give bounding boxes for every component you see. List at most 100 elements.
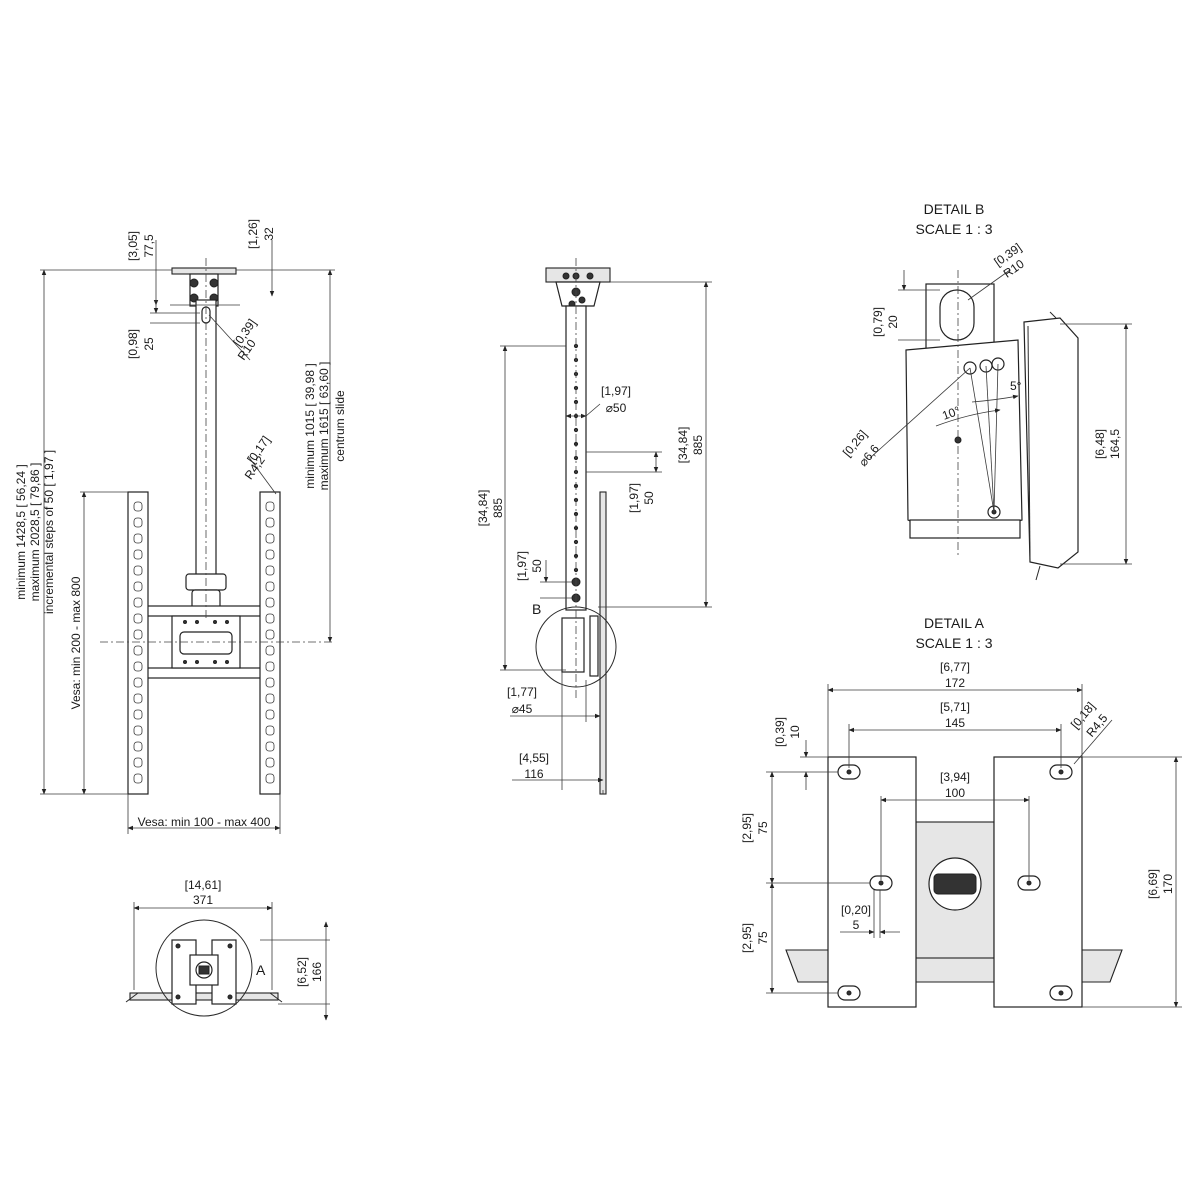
side-step-metric: 50 bbox=[642, 491, 656, 505]
rail-slot bbox=[133, 709, 143, 720]
dim-top-left-imperial: [3,05] bbox=[126, 231, 140, 261]
detail-b-display bbox=[1023, 317, 1079, 569]
side-pipe-imperial: [1,97] bbox=[601, 384, 631, 398]
rail-slot bbox=[133, 773, 143, 784]
detail-a-slot-imperial: [0,20] bbox=[841, 903, 871, 917]
height-total-line3: incremental steps of 50 [ 1,97 ] bbox=[42, 450, 56, 614]
detail-a-title: DETAIL A bbox=[924, 615, 985, 631]
height-center-line2: maximum 1615 [ 63,60 ] bbox=[317, 362, 331, 491]
top-width-imperial: [14,61] bbox=[185, 878, 222, 892]
detail-a-height-metric: 170 bbox=[1161, 874, 1175, 894]
rail-slot bbox=[265, 773, 275, 784]
dim-top-right-imperial: [1,26] bbox=[246, 219, 260, 249]
vesa-horizontal: Vesa: min 100 - max 400 bbox=[138, 815, 271, 829]
detail-b-scale: SCALE 1 : 3 bbox=[915, 221, 992, 237]
side-pipe-metric: ⌀50 bbox=[606, 401, 627, 415]
detail-a-center-metric: 100 bbox=[945, 786, 965, 800]
rail-slot bbox=[265, 661, 275, 672]
side-step-left-imperial: [1,97] bbox=[515, 551, 529, 581]
detail-b-slot-metric: 20 bbox=[886, 315, 900, 329]
rail-slot bbox=[133, 533, 143, 544]
rail-slot bbox=[265, 629, 275, 640]
rail-slot bbox=[133, 661, 143, 672]
dim-top-left-metric: 77,5 bbox=[142, 234, 156, 258]
top-width-metric: 371 bbox=[193, 893, 213, 907]
rail-slot bbox=[265, 693, 275, 704]
side-step-imperial: [1,97] bbox=[627, 483, 641, 513]
side-clamp-metric: ⌀45 bbox=[512, 702, 533, 716]
top-height-imperial: [6,52] bbox=[295, 957, 309, 987]
side-len-left-imperial: [34,84] bbox=[476, 490, 490, 527]
rail-slot bbox=[265, 709, 275, 720]
rail-slot bbox=[265, 581, 275, 592]
detail-a-lower-metric: 75 bbox=[756, 931, 770, 945]
side-len-left-metric: 885 bbox=[491, 498, 505, 518]
side-step-left-metric: 50 bbox=[530, 559, 544, 573]
front-view: [3,05] 77,5 [1,26] 32 [0,98] 25 [0,39] R… bbox=[14, 219, 347, 834]
rail-slot bbox=[265, 757, 275, 768]
detail-a: DETAIL A SCALE 1 : 3 [6,77] 172 [5,71] 1… bbox=[740, 615, 1182, 1008]
top-base-bar bbox=[129, 992, 279, 1001]
rail-slot bbox=[265, 741, 275, 752]
height-center-line3: centrum slide bbox=[333, 390, 347, 462]
rail-left bbox=[127, 491, 149, 795]
dim-slot-metric: 25 bbox=[142, 337, 156, 351]
detail-a-scale: SCALE 1 : 3 bbox=[915, 635, 992, 651]
detail-a-inner-imperial: [5,71] bbox=[940, 700, 970, 714]
rail-slot bbox=[265, 501, 275, 512]
height-center-line1: minimum 1015 [ 39,98 ] bbox=[303, 363, 317, 488]
rail-slot bbox=[265, 613, 275, 624]
detail-b-marker: B bbox=[532, 601, 541, 617]
detail-b-title: DETAIL B bbox=[924, 201, 985, 217]
detail-a-upper-imperial: [2,95] bbox=[740, 813, 754, 843]
rail-slot bbox=[265, 549, 275, 560]
rail-slot bbox=[265, 517, 275, 528]
rail-slot bbox=[133, 693, 143, 704]
detail-b-angle-small: 5° bbox=[1010, 379, 1022, 393]
detail-a-marker: A bbox=[256, 962, 266, 978]
detail-a-outer-imperial: [6,77] bbox=[940, 660, 970, 674]
detail-a-circle bbox=[155, 919, 253, 1017]
ceiling-plate bbox=[171, 267, 237, 275]
detail-a-height-imperial: [6,69] bbox=[1146, 869, 1160, 899]
rail-slot bbox=[133, 501, 143, 512]
rail-slot bbox=[265, 677, 275, 688]
vesa-vertical: Vesa: min 200 - max 800 bbox=[69, 576, 83, 709]
rail-slot bbox=[265, 597, 275, 608]
detail-a-slot-metric: 5 bbox=[853, 918, 860, 932]
dim-slot-imperial: [0,98] bbox=[126, 329, 140, 359]
detail-a-inner-metric: 145 bbox=[945, 716, 965, 730]
height-total-line1: minimum 1428,5 [ 56,24 ] bbox=[14, 464, 28, 599]
side-depth-metric: 116 bbox=[524, 767, 543, 781]
rail-right bbox=[259, 491, 281, 795]
rail-slot bbox=[265, 533, 275, 544]
rail-slot bbox=[133, 757, 143, 768]
rail-slot bbox=[133, 517, 143, 528]
detail-a-top-metric: 10 bbox=[788, 725, 802, 739]
display-panel-side bbox=[599, 491, 607, 795]
detail-b: DETAIL B SCALE 1 : 3 [6,48] 164,5 [0,79]… bbox=[840, 201, 1132, 581]
detail-a-upper-metric: 75 bbox=[756, 821, 770, 835]
side-len-right-metric: 885 bbox=[691, 435, 705, 455]
detail-a-outer-metric: 172 bbox=[945, 676, 965, 690]
detail-b-height-imperial: [6,48] bbox=[1093, 429, 1107, 459]
top-view: [14,61] 371 A [6,52] 166 bbox=[125, 878, 330, 1021]
detail-a-lower-imperial: [2,95] bbox=[740, 923, 754, 953]
rail-slot bbox=[133, 613, 143, 624]
detail-a-top-imperial: [0,39] bbox=[773, 717, 787, 747]
rail-slot bbox=[133, 645, 143, 656]
side-clamp-imperial: [1,77] bbox=[507, 685, 537, 699]
rail-slot bbox=[133, 725, 143, 736]
crossbar-lower bbox=[143, 667, 269, 679]
detail-b-angle-large: 10° bbox=[940, 403, 962, 422]
rail-slot bbox=[265, 725, 275, 736]
rail-slot bbox=[133, 581, 143, 592]
top-height-metric: 166 bbox=[310, 962, 324, 982]
detail-b-slot-imperial: [0,79] bbox=[871, 307, 885, 337]
detail-a-center-imperial: [3,94] bbox=[940, 770, 970, 784]
side-depth-imperial: [4,55] bbox=[519, 751, 549, 765]
rail-slot bbox=[133, 549, 143, 560]
rail-slot bbox=[133, 629, 143, 640]
side-len-right-imperial: [34,84] bbox=[676, 427, 690, 464]
